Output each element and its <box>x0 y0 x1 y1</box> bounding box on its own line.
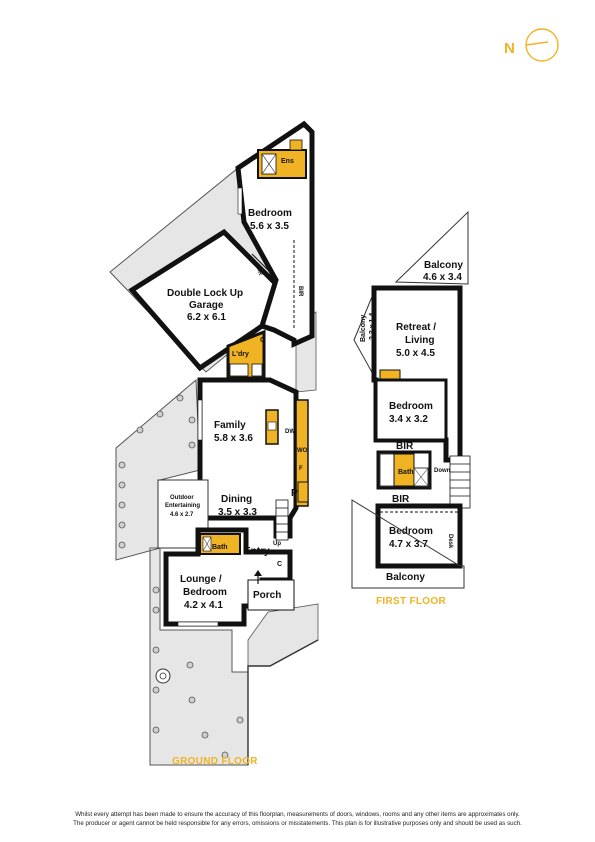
ensuite-label: Ens <box>281 158 294 165</box>
lounge-name-2: Bedroom <box>183 587 227 598</box>
ff-bir-1: BIR <box>396 441 414 452</box>
dishwasher-label: DW <box>285 429 295 435</box>
wall-oven-label: WO <box>297 448 308 454</box>
ff-retreat-name-1: Retreat / <box>396 322 436 333</box>
ff-bottom-balcony <box>351 499 465 589</box>
laundry-label: L'dry <box>232 351 249 358</box>
dining-size: 3.5 x 3.3 <box>218 507 257 518</box>
gf-bedroom-size: 5.6 x 3.5 <box>250 221 289 232</box>
ff-retreat-name-2: Living <box>405 335 434 346</box>
entry-cupboard-label: C <box>277 561 282 568</box>
outdoor-size: 4.6 x 2.7 <box>170 512 194 518</box>
lounge-name-1: Lounge / <box>180 574 222 585</box>
family-name: Family <box>214 420 246 431</box>
porch-label: Porch <box>253 590 281 601</box>
ff-stairs <box>449 455 471 509</box>
ff-desk-label: Desk <box>447 534 453 549</box>
gf-bedroom-name: Bedroom <box>248 208 292 219</box>
disclaimer-line-1: Whilst every attempt has been made to en… <box>75 811 520 818</box>
gf-bir-b: BIR <box>297 286 303 297</box>
cupboard-label: C <box>260 337 265 344</box>
kitchen-bench <box>295 399 309 507</box>
ground-floor-label: GROUND FLOOR <box>172 756 258 767</box>
ff-bedroom3-name: Bedroom <box>389 526 433 537</box>
bbq-icon <box>155 668 171 684</box>
gf-bath-label: Bath <box>212 544 228 551</box>
ff-bedroom2-size: 3.4 x 3.2 <box>389 414 428 425</box>
ff-retreat-size: 5.0 x 4.5 <box>396 348 435 359</box>
ff-balcony-top-name: Balcony <box>424 260 463 271</box>
porch <box>247 579 295 611</box>
ff-down-label: Down <box>434 468 451 474</box>
ff-bedroom2-name: Bedroom <box>389 401 433 412</box>
ff-balcony-top-size: 4.6 x 3.4 <box>423 272 462 283</box>
ff-top-balcony <box>394 210 469 285</box>
ff-bath-label: Bath <box>398 469 414 476</box>
family-size: 5.8 x 3.6 <box>214 433 253 444</box>
garage-name-1: Double Lock Up <box>167 288 243 299</box>
fridge-label: F <box>299 466 303 472</box>
outdoor-name-2: Entertaining <box>165 503 200 509</box>
pantry-label: P <box>291 488 298 499</box>
first-floor-label: FIRST FLOOR <box>376 596 446 607</box>
up-label: Up <box>273 541 281 547</box>
ff-bedroom-2 <box>374 378 448 442</box>
outdoor-entertaining <box>157 479 209 549</box>
compass: N <box>504 28 559 62</box>
entry-label: Entry <box>244 546 270 557</box>
compass-north-label: N <box>504 40 515 57</box>
ff-balcony-side-name: Balcony <box>360 315 367 342</box>
ff-balcony-bottom: Balcony <box>386 572 425 583</box>
garage-size: 6.2 x 6.1 <box>187 312 226 323</box>
ff-bir-2: BIR <box>392 494 410 505</box>
gf-bir-a: BIR <box>254 265 263 277</box>
ff-bedroom-3 <box>375 503 463 569</box>
first-floor-plan: Balcony 4.6 x 3.4 Balcony 2.3 x 1.4 Retr… <box>351 210 471 589</box>
ground-floor-plan: Ens Bedroom 5.6 x 3.5 BIR BIR Double Loc… <box>109 120 319 766</box>
garage-name-2: Garage <box>189 300 224 311</box>
disclaimer-line-2: The producer or agent cannot be held res… <box>73 820 522 827</box>
ff-bedroom3-size: 4.7 x 3.7 <box>389 539 428 550</box>
dining-name: Dining <box>221 494 252 505</box>
ground-stairs <box>275 499 289 541</box>
lounge-size: 4.2 x 4.1 <box>184 600 223 611</box>
disclaimer: Whilst every attempt has been made to en… <box>0 810 595 828</box>
outdoor-name: Outdoor <box>170 495 194 501</box>
front-path <box>247 603 319 667</box>
